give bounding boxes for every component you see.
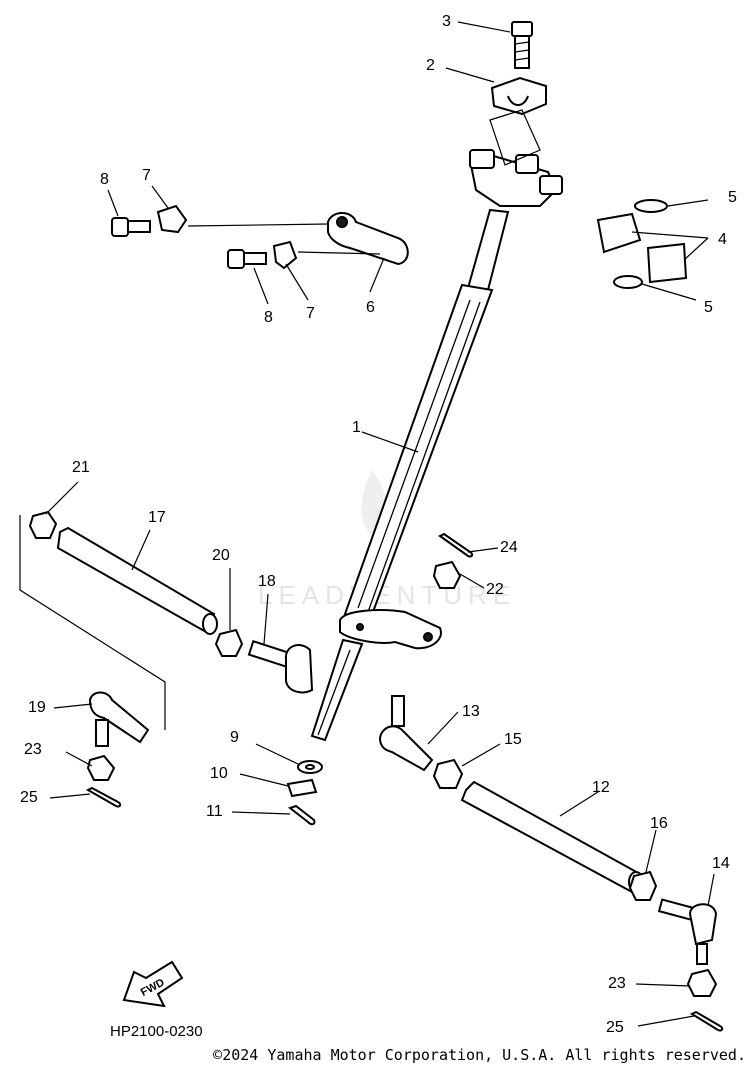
- bushing-set: [596, 199, 688, 289]
- holder-bolt: [511, 21, 533, 69]
- left-outer-rod-end: [88, 691, 150, 747]
- castle-nut-center: [286, 778, 318, 798]
- callout-19: 19: [28, 699, 46, 716]
- callout-5-lower: 5: [704, 299, 713, 316]
- callout-16: 16: [650, 815, 668, 832]
- right-outer-rod-end: [657, 898, 718, 965]
- left-inner-nut: [214, 628, 244, 657]
- cotter-pin-right: [689, 1010, 724, 1032]
- right-outer-nut: [628, 870, 658, 901]
- cotter-pin-left: [85, 786, 122, 808]
- diagram-reference: HP2100-0230: [110, 1023, 203, 1040]
- callout-17: 17: [148, 509, 166, 526]
- callout-11: 11: [206, 803, 223, 820]
- callout-18: 18: [258, 573, 276, 590]
- callout-13: 13: [462, 703, 480, 720]
- callout-22: 22: [486, 581, 504, 598]
- callout-leaders: [45, 21, 715, 1027]
- right-tie-rod: [460, 780, 644, 894]
- callout-20: 20: [212, 547, 230, 564]
- callout-25-left: 25: [20, 789, 38, 806]
- castle-nut-right: [686, 968, 718, 997]
- callout-4: 4: [718, 231, 727, 248]
- fwd-arrow-icon: FWD: [122, 960, 184, 1008]
- callout-12: 12: [592, 779, 610, 796]
- callout-5-upper: 5: [728, 189, 737, 206]
- left-lock-nut: [28, 510, 58, 539]
- cotter-pin-center: [287, 804, 316, 826]
- callout-23-right: 23: [608, 975, 626, 992]
- washer: [297, 760, 323, 774]
- clip-upper: [156, 204, 188, 234]
- callout-2: 2: [426, 57, 435, 74]
- callout-25-right: 25: [606, 1019, 624, 1036]
- castle-nut-left: [86, 754, 116, 781]
- bolt-upper: [111, 217, 151, 237]
- right-inner-rod-end: [378, 695, 434, 772]
- callout-6: 6: [366, 299, 375, 316]
- callout-7-upper: 7: [142, 167, 151, 184]
- callout-24: 24: [500, 539, 518, 556]
- pitman-arm: [327, 212, 409, 266]
- castle-nut-arm: [432, 560, 462, 589]
- copyright-notice: ©2024 Yamaha Motor Corporation, U.S.A. A…: [213, 1046, 746, 1064]
- callout-23-left: 23: [24, 741, 42, 758]
- callout-8-upper: 8: [100, 171, 109, 188]
- left-inner-rod-end: [247, 639, 314, 694]
- callout-14: 14: [712, 855, 730, 872]
- callout-21: 21: [72, 459, 90, 476]
- cotter-pin-arm: [438, 532, 474, 558]
- watermark: LEADVENTURE: [258, 470, 516, 610]
- right-inner-nut: [432, 758, 464, 789]
- callout-3: 3: [442, 13, 451, 30]
- callout-8-lower: 8: [264, 309, 273, 326]
- callout-7-lower: 7: [306, 305, 315, 322]
- callout-9: 9: [230, 729, 239, 746]
- steering-column: [310, 149, 563, 742]
- left-tie-rod: [56, 526, 218, 635]
- callout-10: 10: [210, 765, 228, 782]
- clip-lower: [272, 240, 298, 270]
- bolt-lower: [227, 249, 267, 269]
- watermark-text: LEADVENTURE: [258, 580, 516, 610]
- callout-1: 1: [352, 419, 361, 436]
- handlebar-holder: [490, 76, 547, 116]
- callout-labels: 1 2 3 4 5 5 6 7 7 8 8 9 10 11 12 13 14 1…: [20, 13, 737, 1036]
- callout-15: 15: [504, 731, 522, 748]
